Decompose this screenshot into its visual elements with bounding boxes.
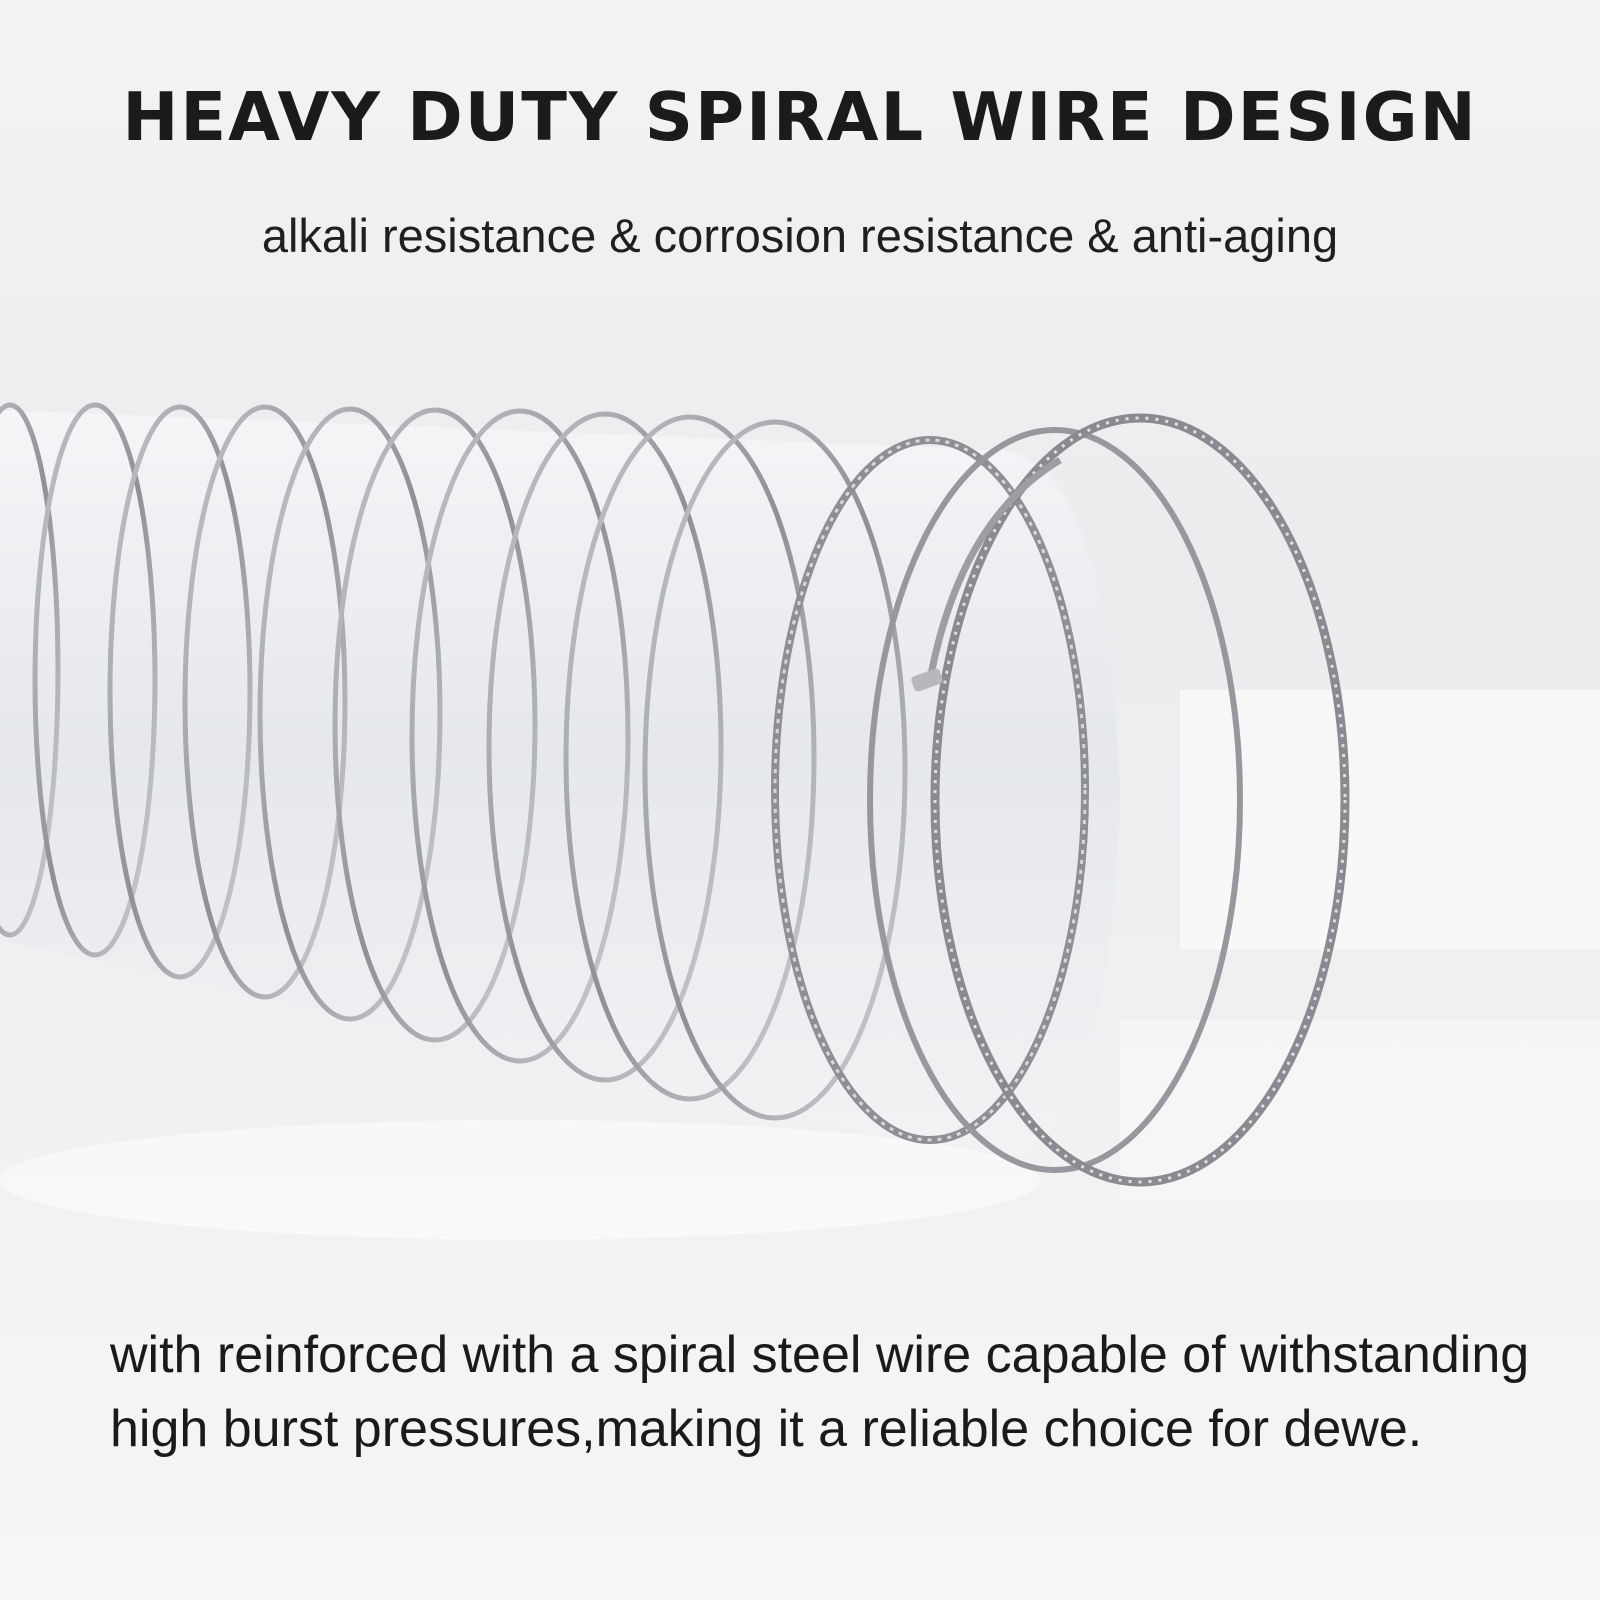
subtitle: alkali resistance & corrosion resistance… — [261, 209, 1339, 262]
page-title: HEAVY DUTY SPIRAL WIRE DESIGN — [122, 78, 1478, 156]
description-text: with reinforced with a spiral steel wire… — [110, 1326, 1530, 1458]
spiral-wire-hose-image — [0, 402, 1350, 1240]
background-panel-right — [1180, 690, 1600, 950]
